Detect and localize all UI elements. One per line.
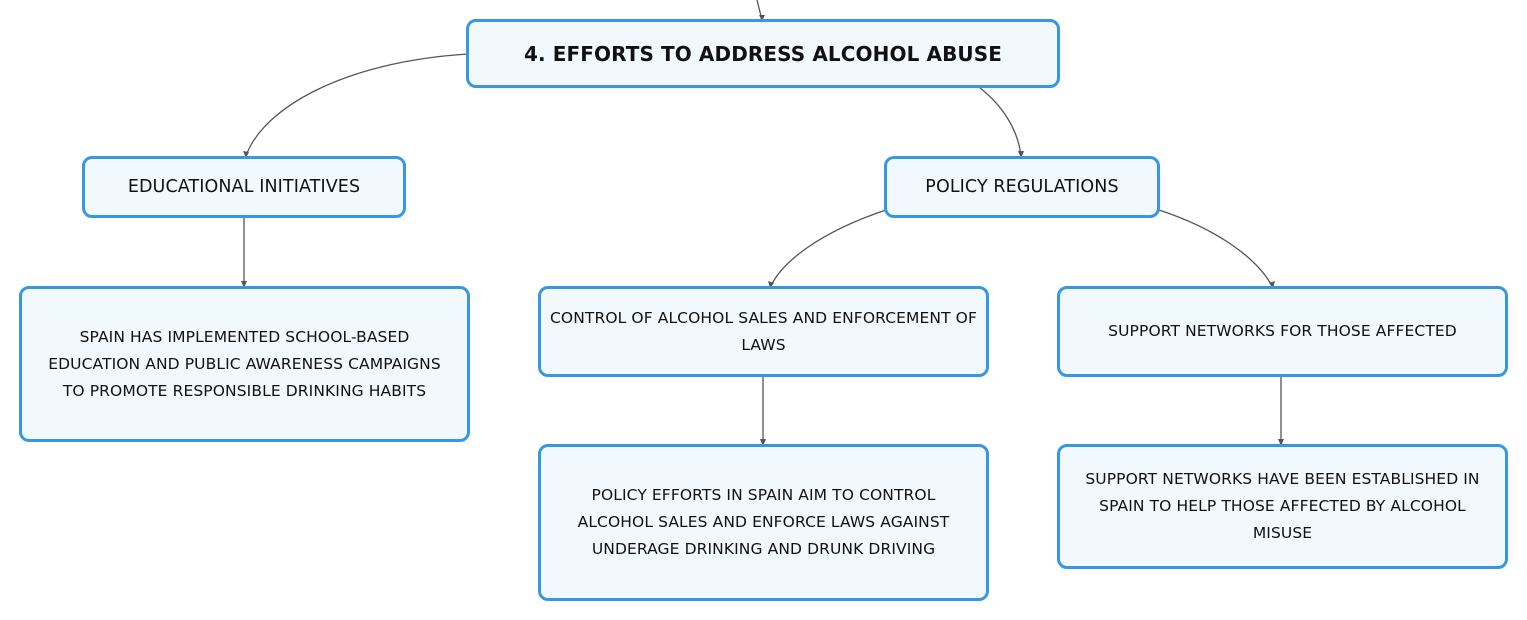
edge-policy-to-control: [770, 209, 887, 287]
control-sales-label: CONTROL OF ALCOHOL SALES AND ENFORCEMENT…: [549, 308, 977, 354]
edge-root-to-policy: [979, 87, 1022, 157]
edge-root-to-educational-arrow: [243, 151, 249, 158]
edge-parent-to-root-arrow: [759, 15, 765, 21]
policy-regulations-node[interactable]: POLICY REGULATIONS: [884, 156, 1160, 218]
edge-root-to-educational: [245, 53, 469, 157]
support-networks-detail-text: SUPPORT NETWORKS HAVE BEEN ESTABLISHED I…: [1085, 470, 1480, 542]
support-networks-detail-node[interactable]: SUPPORT NETWORKS HAVE BEEN ESTABLISHED I…: [1057, 444, 1508, 569]
support-networks-label: SUPPORT NETWORKS FOR THOSE AFFECTED: [1108, 322, 1457, 340]
edge-educational-to-detail-arrow: [241, 281, 247, 288]
root-node-label: 4. EFFORTS TO ADDRESS ALCOHOL ABUSE: [523, 41, 1003, 66]
root-node[interactable]: 4. EFFORTS TO ADDRESS ALCOHOL ABUSE: [466, 19, 1060, 88]
educational-detail-text: SPAIN HAS IMPLEMENTED SCHOOL-BASED EDUCA…: [48, 327, 441, 400]
educational-initiatives-label: EDUCATIONAL INITIATIVES: [127, 176, 361, 197]
control-sales-detail-node[interactable]: POLICY EFFORTS IN SPAIN AIM TO CONTROL A…: [538, 444, 989, 601]
support-networks-node[interactable]: SUPPORT NETWORKS FOR THOSE AFFECTED: [1057, 286, 1508, 377]
policy-regulations-label: POLICY REGULATIONS: [925, 176, 1119, 197]
control-sales-detail-text: POLICY EFFORTS IN SPAIN AIM TO CONTROL A…: [577, 486, 950, 558]
educational-initiatives-node[interactable]: EDUCATIONAL INITIATIVES: [82, 156, 406, 218]
control-sales-node[interactable]: CONTROL OF ALCOHOL SALES AND ENFORCEMENT…: [538, 286, 989, 377]
edge-policy-to-support: [1158, 209, 1273, 287]
edge-support-to-detail-arrow: [1278, 439, 1284, 446]
edge-root-to-policy-arrow: [1018, 151, 1024, 158]
edge-control-to-detail-arrow: [760, 439, 766, 446]
educational-detail-node[interactable]: SPAIN HAS IMPLEMENTED SCHOOL-BASED EDUCA…: [19, 286, 470, 442]
